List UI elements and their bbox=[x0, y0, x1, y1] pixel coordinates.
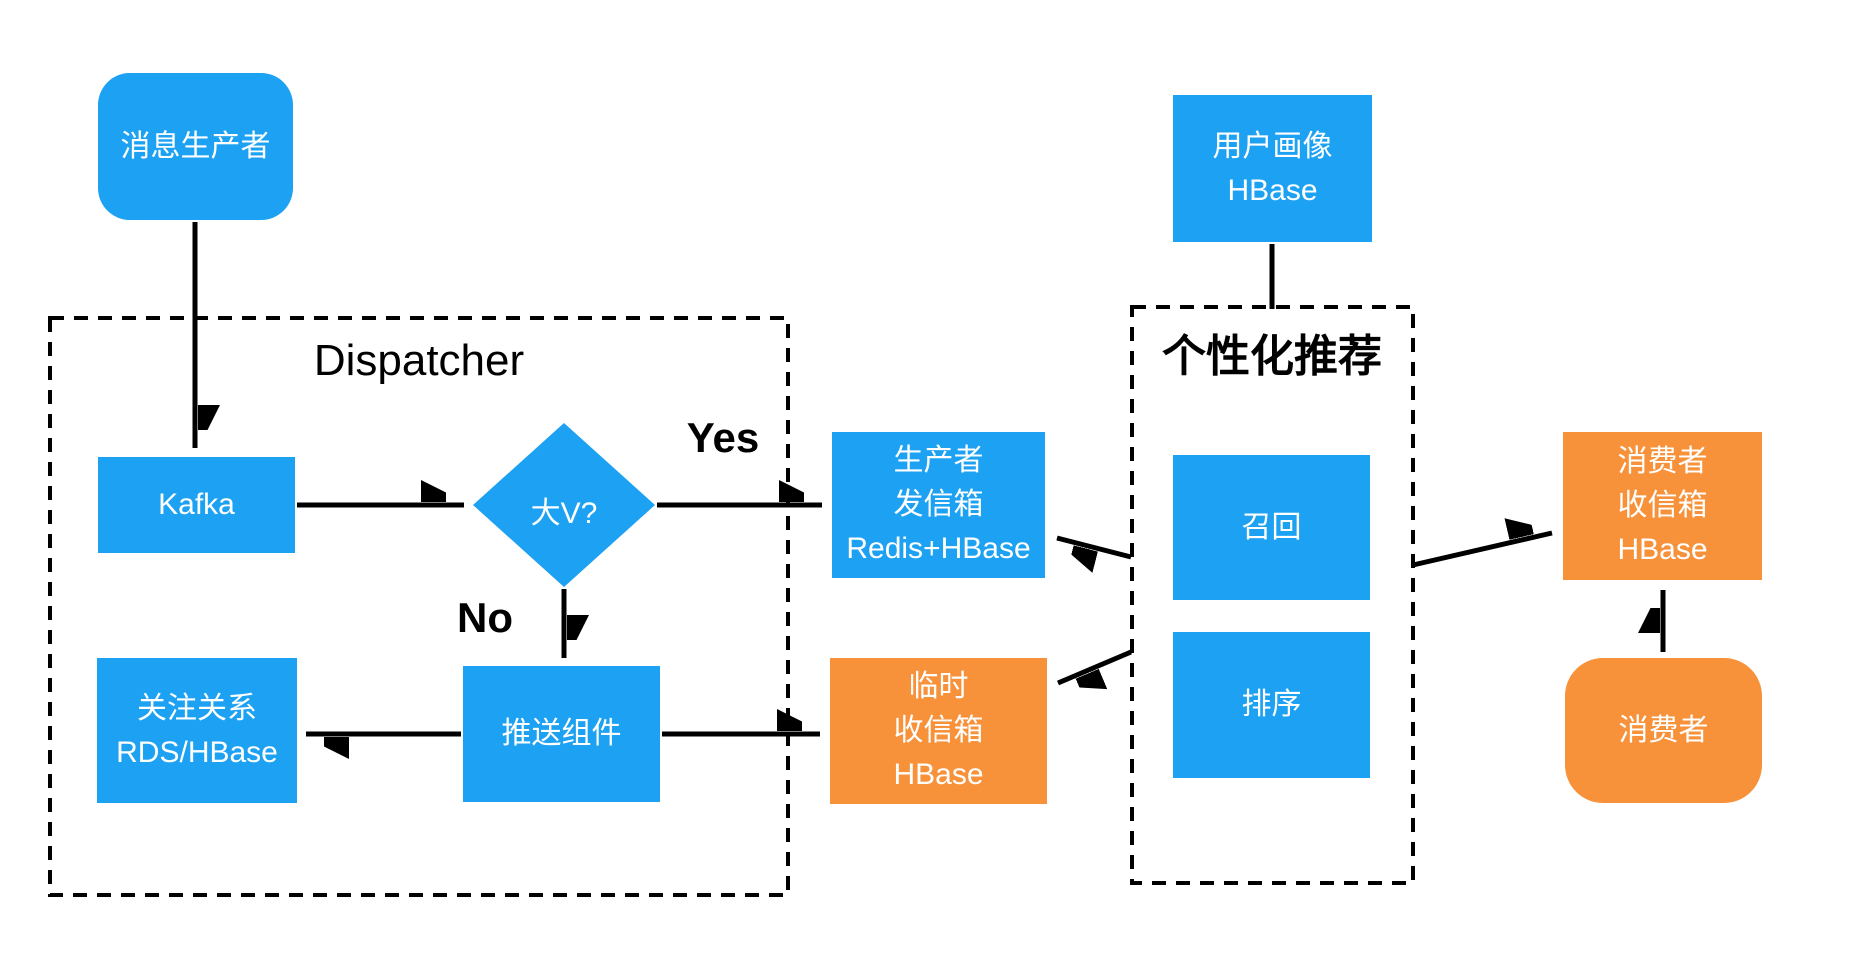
node-producer-outbox-line1: 生产者 bbox=[893, 444, 984, 477]
node-message-producer: 消息生产者 bbox=[98, 73, 293, 220]
dispatcher-group-border bbox=[48, 316, 790, 897]
yes-branch-label: Yes bbox=[686, 414, 760, 461]
node-message-producer-label: 消息生产者 bbox=[120, 129, 271, 163]
node-kafka: Kafka bbox=[98, 457, 295, 553]
node-ranking: 排序 bbox=[1173, 632, 1370, 778]
node-producer-outbox: 生产者 发信箱 Redis+HBase bbox=[832, 432, 1045, 578]
node-consumer-inbox: 消费者 收信箱 HBase bbox=[1563, 432, 1762, 580]
node-recall-label: 召回 bbox=[1241, 510, 1302, 544]
node-temp-inbox-line1: 临时 bbox=[908, 670, 969, 703]
node-follow-relation-line1: 关注关系 bbox=[137, 691, 257, 725]
node-consumer-inbox-line3: HBase bbox=[1617, 533, 1708, 566]
node-user-profile-line2: HBase bbox=[1227, 173, 1318, 207]
node-consumer-inbox-line2: 收信箱 bbox=[1617, 489, 1708, 522]
node-push-component-label: 推送组件 bbox=[501, 717, 622, 750]
big-v-decision-diamond bbox=[473, 423, 655, 587]
node-big-v-decision-label: 大V? bbox=[530, 497, 598, 530]
node-consumer: 消费者 bbox=[1565, 658, 1762, 803]
recommendation-group-title: 个性化推荐 bbox=[1162, 332, 1382, 381]
node-push-component: 推送组件 bbox=[463, 666, 660, 802]
node-kafka-label: Kafka bbox=[158, 488, 235, 521]
node-consumer-inbox-line1: 消费者 bbox=[1617, 445, 1708, 478]
dispatcher-group-title: Dispatcher bbox=[313, 336, 525, 385]
recommendation-group-border bbox=[1130, 305, 1415, 885]
node-consumer-label: 消费者 bbox=[1618, 713, 1709, 747]
edge-recommendation-to-temp-inbox bbox=[1057, 649, 1132, 683]
node-recall: 召回 bbox=[1173, 455, 1370, 600]
node-ranking-label: 排序 bbox=[1241, 688, 1302, 721]
node-follow-relation-line2: RDS/HBase bbox=[116, 735, 278, 769]
node-temp-inbox: 临时 收信箱 HBase bbox=[830, 658, 1047, 804]
node-producer-outbox-line3: Redis+HBase bbox=[846, 532, 1031, 565]
node-follow-relation: 关注关系 RDS/HBase bbox=[97, 658, 297, 803]
node-user-profile-line1: 用户画像 bbox=[1212, 129, 1333, 163]
edge-recommendation-to-consumer-inbox bbox=[1412, 533, 1553, 568]
node-temp-inbox-line3: HBase bbox=[893, 758, 984, 791]
node-producer-outbox-line2: 发信箱 bbox=[893, 488, 984, 521]
node-temp-inbox-line2: 收信箱 bbox=[893, 714, 984, 747]
node-user-profile: 用户画像 HBase bbox=[1173, 95, 1372, 242]
no-branch-label: No bbox=[457, 594, 513, 641]
edge-recommendation-to-producer-outbox bbox=[1056, 535, 1132, 557]
